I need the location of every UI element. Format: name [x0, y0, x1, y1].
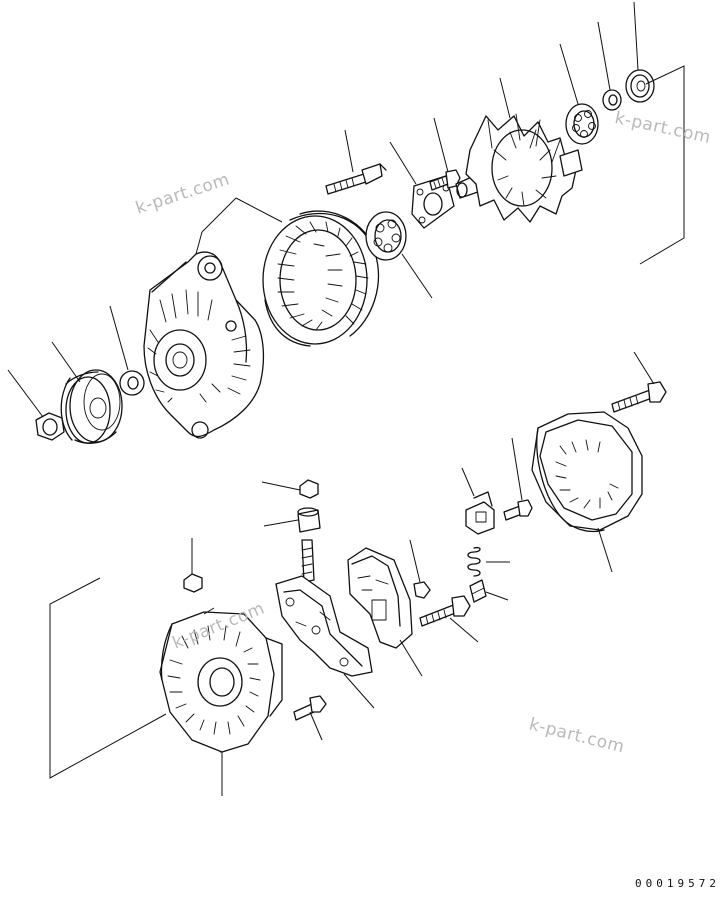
front-housing [143, 197, 283, 439]
rear-bearing [559, 43, 599, 145]
brush-screw [503, 437, 533, 521]
seal-cover [625, 1, 655, 103]
assembly-bracket-lower [49, 577, 167, 779]
regulator-bolt [419, 595, 479, 643]
stator [262, 210, 380, 347]
rectifier [275, 539, 375, 709]
terminal-nut [261, 479, 319, 499]
brush [469, 579, 509, 603]
through-bolt-upper [325, 129, 387, 195]
regulator-screw [409, 539, 431, 599]
washer [597, 21, 622, 111]
spacer [109, 305, 145, 396]
brush-holder [461, 467, 495, 535]
leader-rectifier-to-housing [203, 607, 215, 615]
insulator-bushing [263, 507, 321, 533]
front-bearing [365, 211, 433, 299]
rotor [455, 77, 583, 223]
spring [467, 546, 510, 577]
rear-cover-bolt [611, 351, 667, 413]
rear-housing [159, 611, 283, 796]
pulley [51, 341, 123, 444]
regulator [347, 547, 423, 677]
housing-nut [183, 538, 203, 593]
rear-cover [531, 411, 643, 573]
rectifier-screw [293, 695, 327, 741]
assembly-bracket-upper [639, 65, 685, 265]
document-number: 00019572 [635, 877, 720, 890]
nut-front [7, 369, 65, 441]
